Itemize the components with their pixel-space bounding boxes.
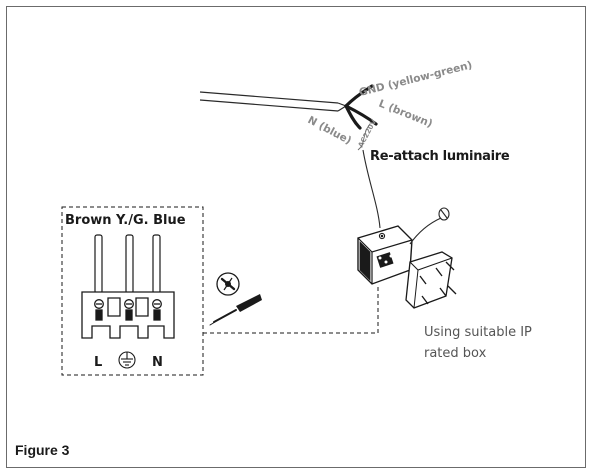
ground-symbol-icon — [118, 351, 136, 369]
ip-box-line2: rated box — [424, 346, 487, 361]
junction-box-lid — [405, 251, 457, 309]
ip-box-line1: Using suitable IP — [424, 325, 532, 340]
voltage-bracket — [357, 123, 371, 151]
reattach-label: Re-attach luminaire — [370, 149, 510, 164]
terminal-n-label: N — [152, 355, 163, 370]
junction-box — [357, 225, 413, 285]
luminaire-drop-wire — [362, 149, 381, 229]
lid-screws — [419, 261, 457, 305]
incoming-cable — [199, 91, 348, 112]
terminal-header: Brown Y./G. Blue — [65, 213, 186, 228]
n-blue-label: N (blue) — [306, 114, 354, 147]
cable-gland-icon — [409, 207, 450, 245]
l-brown-label: L (brown) — [377, 98, 434, 130]
terminal-wires — [94, 234, 161, 294]
terminal-block — [81, 291, 175, 339]
screwdriver-icon — [209, 272, 262, 326]
split-wires — [344, 84, 378, 130]
figure-frame — [6, 6, 586, 468]
connection-dashed-line — [203, 284, 379, 334]
terminal-block-frame — [61, 206, 204, 376]
voltage-label: AC220V — [357, 118, 379, 149]
terminal-l-label: L — [94, 355, 102, 370]
gnd-label: GND (yellow-green) — [358, 59, 474, 99]
figure-caption: Figure 3 — [15, 442, 70, 458]
